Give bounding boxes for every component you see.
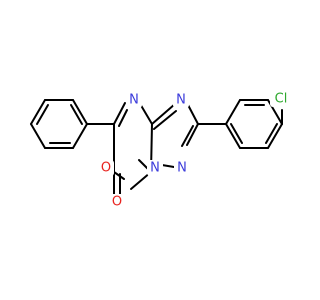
atom-label-n4: N: [150, 161, 160, 176]
atom-n3: N: [174, 160, 190, 176]
bond: [161, 164, 175, 168]
atom-layer: N N N N O O Cl: [98, 91, 292, 210]
bond: [72, 123, 88, 149]
bond: [186, 123, 199, 146]
atom-n1: N: [126, 92, 142, 108]
bond: [30, 123, 46, 149]
bond: [30, 99, 46, 125]
bond-layer: [30, 99, 283, 199]
atom-n2: N: [173, 92, 189, 108]
atom-label-cl: Cl: [275, 92, 288, 107]
atom-label-n3: N: [177, 161, 187, 176]
bond: [36, 104, 49, 125]
bond: [72, 99, 88, 125]
bond: [118, 109, 128, 127]
atom-n4: N: [147, 160, 163, 176]
bond: [70, 104, 83, 125]
bond: [151, 103, 176, 125]
bond: [153, 110, 177, 130]
bond: [225, 123, 241, 149]
atom-cl: Cl: [270, 91, 292, 107]
atom-label-n2: N: [176, 93, 186, 108]
bond: [225, 99, 241, 125]
bond: [113, 102, 126, 125]
atom-o1: O: [98, 160, 114, 176]
bond: [267, 123, 283, 149]
atom-o2: O: [109, 194, 125, 210]
bond: [181, 125, 194, 147]
atom-label-o2: O: [112, 195, 122, 210]
atom-label-n1: N: [129, 93, 139, 108]
atom-label-o1: O: [101, 161, 111, 176]
bond: [186, 102, 199, 125]
bond: [230, 123, 243, 144]
molecule-structure: N N N N O O Cl: [30, 91, 292, 210]
bond: [265, 123, 278, 144]
